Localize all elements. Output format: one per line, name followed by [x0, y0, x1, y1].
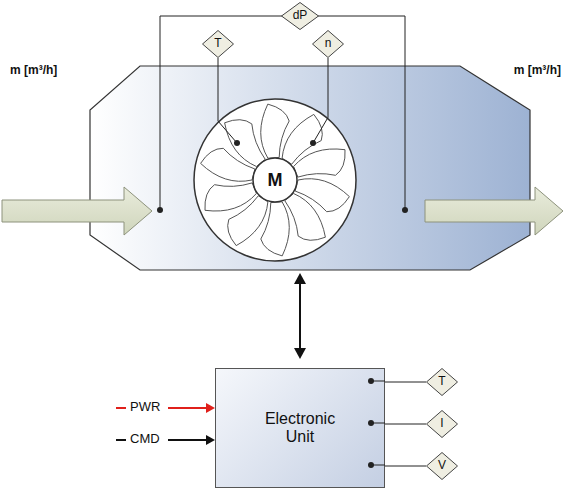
link-line — [299, 282, 301, 350]
node-text: T — [438, 375, 445, 389]
node-text: T — [214, 37, 221, 51]
flow-label: m [m³/h] — [10, 64, 57, 78]
arrow-head — [206, 435, 215, 445]
arrow-head — [206, 403, 215, 413]
node-text: dP — [293, 9, 308, 23]
node-text: n — [325, 37, 332, 51]
diamond-outline — [203, 31, 234, 58]
signal-name: PWR — [130, 400, 160, 415]
sensor-lead — [313, 117, 328, 143]
node-text: V — [438, 459, 446, 473]
sensor-line — [218, 58, 219, 121]
fan-blade — [294, 149, 346, 177]
fan-blade — [205, 183, 257, 211]
diamond-outline — [427, 411, 458, 438]
tap-dot — [157, 207, 163, 213]
motor-hub — [253, 158, 297, 202]
fan-ring — [194, 99, 356, 261]
sensor-lead — [218, 121, 237, 143]
sensor-line — [385, 382, 426, 383]
arrow-head — [294, 348, 306, 359]
command-wire — [116, 439, 207, 441]
sensor-line — [385, 424, 426, 425]
sensor-dot — [368, 420, 374, 426]
sensor-diamond: dP — [281, 2, 319, 30]
diamond-outline — [282, 3, 319, 30]
node-text: Electronic Unit — [255, 410, 345, 447]
sensor-dot — [368, 378, 374, 384]
signal-name: CMD — [130, 432, 160, 447]
diamond-outline — [427, 369, 458, 396]
fan-blade — [225, 120, 266, 167]
flow-label: m [m³/h] — [514, 64, 561, 78]
sensor-diamond: T — [202, 30, 234, 58]
electronic-unit: Electronic Unit — [215, 368, 385, 488]
node-text: M — [268, 170, 283, 191]
sensor-diamond: I — [426, 410, 458, 438]
inflow-arrow — [2, 187, 152, 235]
sensor-diamond: T — [426, 368, 458, 396]
power-wire — [116, 407, 207, 409]
fan-blade — [285, 194, 326, 241]
sensor-dot — [234, 140, 240, 146]
sensor-dot — [368, 462, 374, 468]
arrow-head — [294, 273, 306, 284]
sensor-line — [385, 466, 426, 467]
diamond-outline — [313, 31, 344, 58]
sensor-dot — [310, 140, 316, 146]
diamond-outline — [427, 453, 458, 480]
outflow-arrow — [425, 187, 563, 235]
fan-housing — [90, 66, 530, 270]
sensor-line — [328, 58, 329, 117]
sensor-diamond: n — [312, 30, 344, 58]
tap-dot — [402, 207, 408, 213]
fan-motor: M — [193, 98, 357, 262]
node-text: I — [440, 417, 443, 431]
sensor-diamond: V — [426, 452, 458, 480]
